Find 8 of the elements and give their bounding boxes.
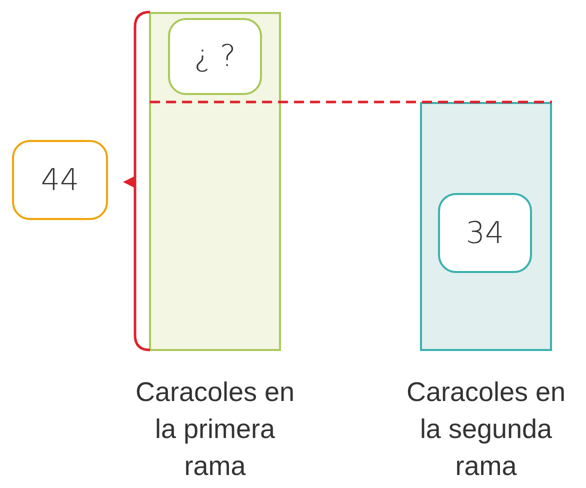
dashed-line [150,100,552,104]
number-box: ¿ ? [168,18,262,95]
bar-caption: Caracoles en la segunda rama [405,376,567,483]
number-box: 44 [12,140,108,220]
bar [420,102,552,351]
bar [149,12,281,351]
number-box: 34 [438,193,532,273]
bar-caption: Caracoles en la primera rama [134,376,296,483]
